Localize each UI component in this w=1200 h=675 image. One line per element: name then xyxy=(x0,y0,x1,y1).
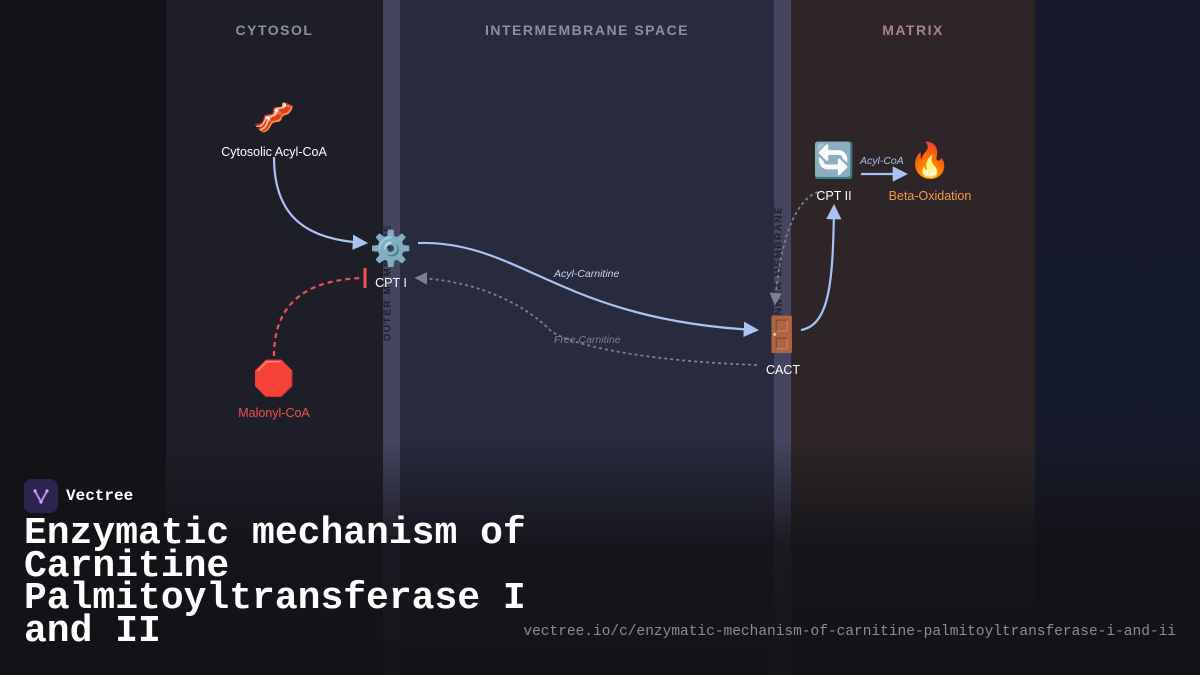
source-url: vectree.io/c/enzymatic-mechanism-of-carn… xyxy=(523,624,1176,640)
matrix-title: MATRIX xyxy=(882,22,944,38)
door-icon: 🚪 xyxy=(760,316,804,354)
stop-sign-icon: 🛑 xyxy=(252,360,296,398)
free-carnitine-arrow xyxy=(414,272,758,366)
cycle-arrows-icon: 🔄 xyxy=(812,142,856,180)
gear-icon: ⚙️ xyxy=(369,230,413,268)
vectree-logo-icon xyxy=(24,479,58,513)
cpt2-to-cact-return-arrow xyxy=(769,191,819,306)
acyl-coa-to-cpt1-arrow xyxy=(272,156,369,251)
acyl-coa-edge-label: Acyl-CoA xyxy=(860,155,904,167)
acyl-carnitine-label: Acyl-Carnitine xyxy=(554,268,620,280)
fire-icon: 🔥 xyxy=(908,142,952,180)
malonyl-inhibition-line xyxy=(272,276,363,357)
malonyl-coa-label: Malonyl-CoA xyxy=(238,406,310,420)
brand: Vectree xyxy=(24,479,133,513)
free-carnitine-label: Free Carnitine xyxy=(554,334,621,346)
acyl-coa-label: Cytosolic Acyl-CoA xyxy=(221,145,327,159)
page-title: Enzymatic mechanism of Carnitine Palmito… xyxy=(24,512,526,653)
brand-name: Vectree xyxy=(66,487,134,505)
intermembrane-title: INTERMEMBRANE SPACE xyxy=(484,22,690,38)
acyl-carnitine-arrow xyxy=(417,241,760,338)
bottom-fade-overlay xyxy=(0,440,1200,675)
cytosol-title: CYTOSOL xyxy=(235,22,314,38)
cpt1-label: CPT I xyxy=(375,276,407,290)
beta-oxidation-label: Beta-Oxidation xyxy=(888,189,972,203)
cact-label: CACT xyxy=(765,363,801,377)
bacon-icon: 🥓 xyxy=(252,99,296,137)
cact-to-cpt2-arrow xyxy=(800,203,842,332)
cpt2-label: CPT II xyxy=(816,189,852,203)
